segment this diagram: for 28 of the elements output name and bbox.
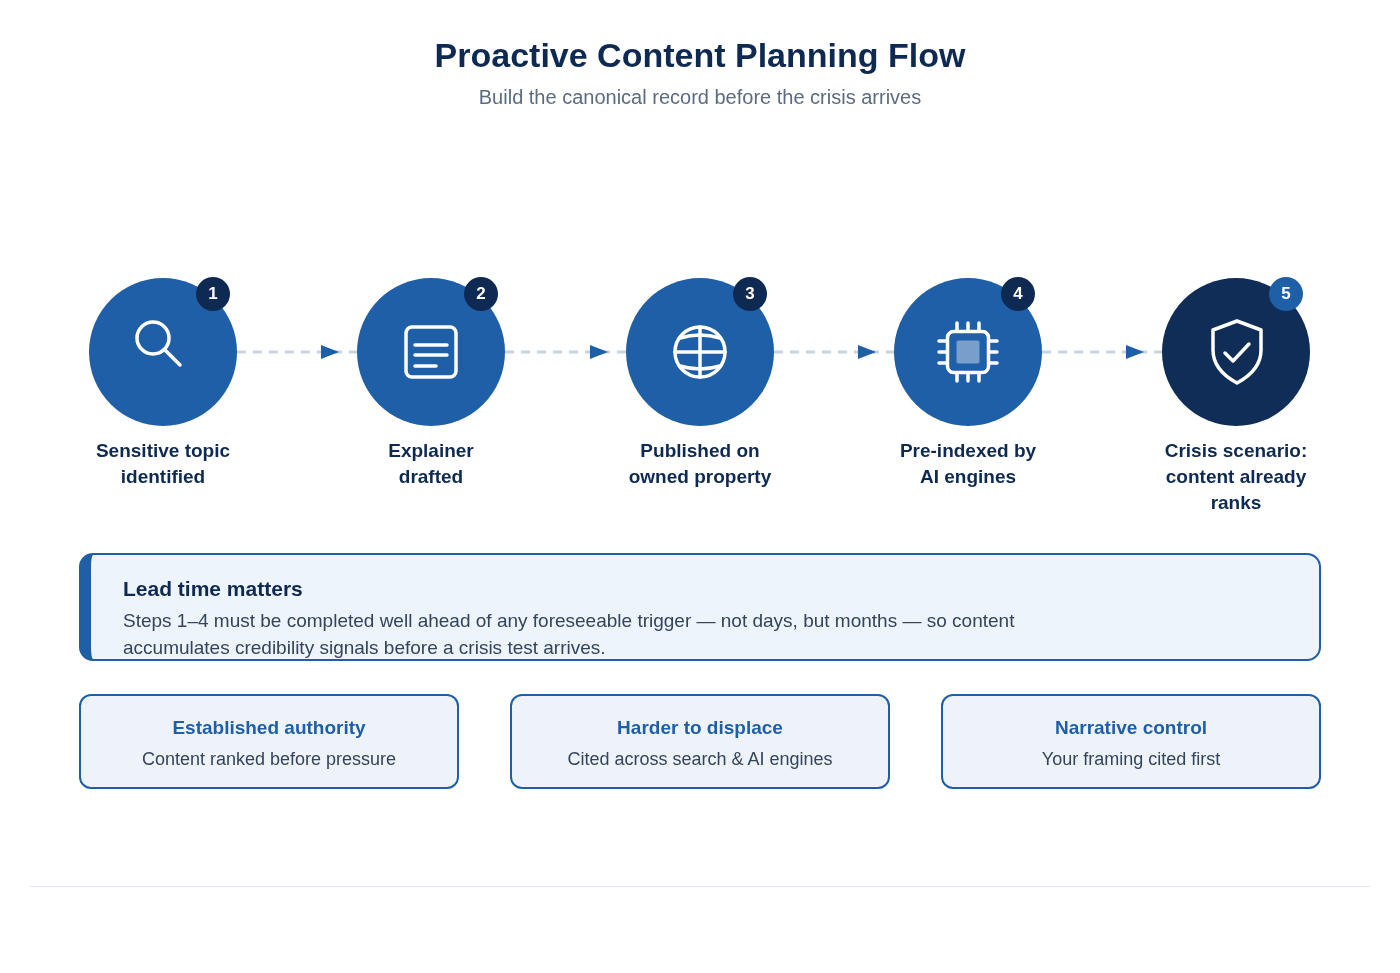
callout-heading: Lead time matters — [123, 576, 303, 602]
card-heading: Harder to displace — [617, 716, 783, 740]
dashed-arrow — [1042, 345, 1162, 359]
step-label: Published on owned property — [627, 439, 773, 489]
step-label: Crisis scenario: content already ranks — [1163, 439, 1309, 515]
card-text: Cited across search & AI engines — [567, 748, 833, 770]
card-heading: Established authority — [172, 716, 366, 740]
number-badge: 5 — [1269, 277, 1303, 311]
callout-box — [79, 553, 1321, 661]
dashed-arrow — [505, 345, 626, 359]
number-badge: 2 — [464, 277, 498, 311]
step-label: Pre-indexed by AI engines — [898, 439, 1038, 489]
benefit-card — [79, 694, 459, 789]
number-badge: 3 — [733, 277, 767, 311]
callout-text: Steps 1–4 must be completed well ahead of any foreseeable trigger — not days, but months — so content accumulates credibility signals before a crisis test arrives. — [123, 609, 1016, 660]
step-label: Explainer drafted — [387, 439, 475, 489]
number-badge: 4 — [1001, 277, 1035, 311]
dashed-arrow — [237, 345, 357, 359]
step-label: Sensitive topic identified — [94, 439, 232, 489]
dashed-arrow — [774, 345, 894, 359]
number-badge: 1 — [196, 277, 230, 311]
benefit-card — [941, 694, 1321, 789]
benefit-card — [510, 694, 890, 789]
card-text: Your framing cited first — [1041, 748, 1221, 770]
card-text: Content ranked before pressure — [141, 748, 397, 770]
title: Proactive Content Planning Flow — [434, 35, 966, 75]
card-heading: Narrative control — [1055, 716, 1207, 740]
subtitle: Build the canonical record before the crisis arrives — [478, 85, 922, 109]
